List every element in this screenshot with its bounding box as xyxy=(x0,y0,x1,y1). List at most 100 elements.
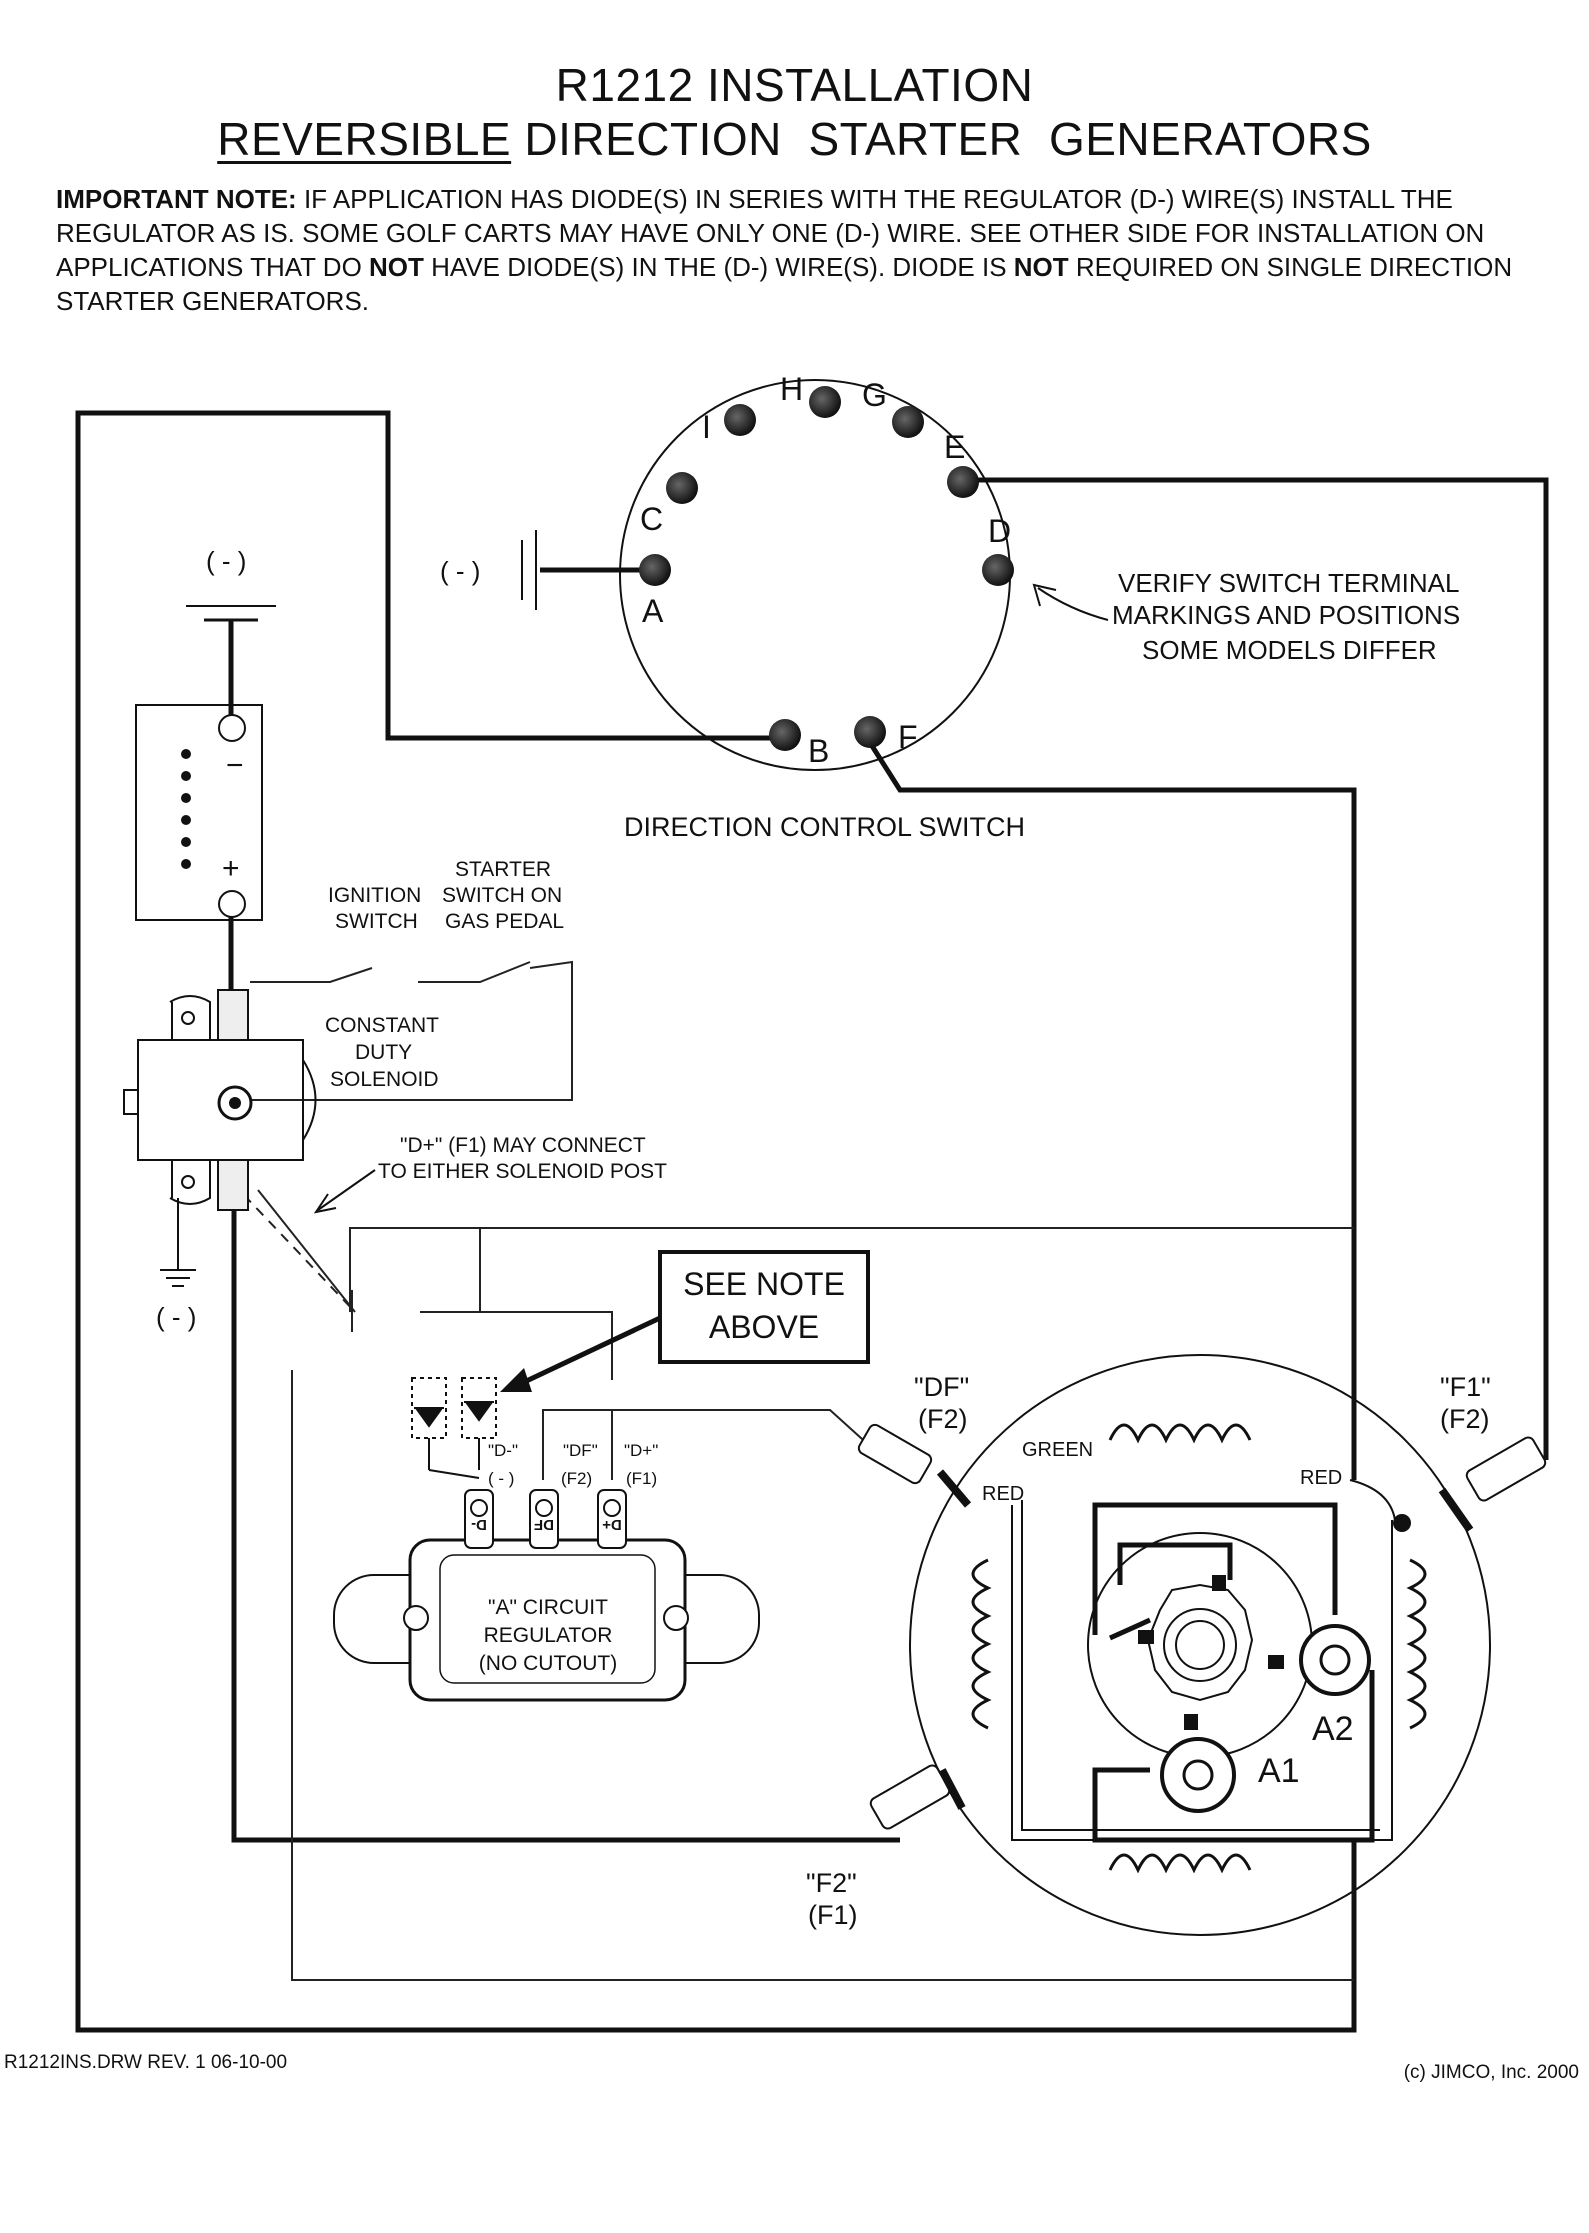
df-label-line-1: "DF" xyxy=(914,1372,969,1402)
direction-control-switch: A B C D E F G H I ( - ) DIRECTION CONTRO… xyxy=(440,371,1460,842)
wire-gas-pedal xyxy=(418,961,531,983)
main-wires xyxy=(75,410,1549,2033)
f2-label-line-2: (F1) xyxy=(808,1900,858,1930)
note-text-2: HAVE DIODE(S) IN THE (D-) WIRE(S). DIODE… xyxy=(423,252,1014,282)
switch-caption: DIRECTION CONTROL SWITCH xyxy=(624,812,1025,842)
dplus-note-line-1: "D+" (F1) MAY CONNECT xyxy=(400,1134,646,1157)
terminal-e-dot xyxy=(947,466,979,498)
battery-cells xyxy=(181,749,191,869)
verify-note-line-3: SOME MODELS DIFFER xyxy=(1142,635,1437,665)
wire-solenoid-to-f2 xyxy=(231,1195,900,1843)
regulator: "D-" "DF" "D+" ( - ) (F2) (F1) D- DF D+ … xyxy=(333,1441,760,1702)
diode-2 xyxy=(464,1401,494,1422)
solenoid-label-line-1: CONSTANT xyxy=(325,1014,439,1037)
reg-mark-df: DF xyxy=(534,1516,554,1533)
wire-diode-bus xyxy=(420,1311,613,1380)
terminal-h-dot xyxy=(809,386,841,418)
verify-arrow xyxy=(1032,583,1109,621)
terminal-b-dot xyxy=(769,719,801,751)
reg-term-label-df: "DF" xyxy=(563,1441,598,1460)
stud-df xyxy=(857,1423,972,1508)
terminal-d-dot xyxy=(982,554,1014,586)
terminal-label-c: C xyxy=(640,501,663,537)
battery-plus: + xyxy=(222,852,240,885)
note-lead: IMPORTANT NOTE: xyxy=(56,184,297,214)
regulator-terminals xyxy=(464,1489,627,1549)
dplus-note-line-2: TO EITHER SOLENOID POST xyxy=(378,1160,667,1183)
solenoid-ground-symbol xyxy=(160,1198,196,1287)
terminal-label-h: H xyxy=(780,371,803,407)
f1-label-line-2: (F2) xyxy=(1440,1404,1490,1434)
verify-note-line-2: MARKINGS AND POSITIONS xyxy=(1112,600,1460,630)
note-bold-not-1: NOT xyxy=(369,252,424,282)
terminal-a-dot xyxy=(639,554,671,586)
reg-term-label-dplus: "D+" xyxy=(624,1441,658,1460)
terminal-c-dot xyxy=(666,472,698,504)
generator-housing xyxy=(909,1354,1491,1936)
reg-mark-dplus: D+ xyxy=(602,1516,622,1533)
terminal-label-g: G xyxy=(862,377,887,413)
solenoid-top-post xyxy=(217,989,249,1041)
terminal-g-dot xyxy=(892,406,924,438)
page-title: R1212 INSTALLATION xyxy=(555,59,1034,111)
see-note-line-1: SEE NOTE xyxy=(683,1266,845,1302)
diode-1 xyxy=(414,1407,444,1428)
wire-outer-thin-box xyxy=(291,1227,1354,1981)
wire-starter-switch xyxy=(250,967,373,983)
reg-term-label-dminus: "D-" xyxy=(488,1441,518,1460)
f2-label-line-1: "F2" xyxy=(806,1868,857,1898)
a2-label: A2 xyxy=(1312,1710,1354,1748)
terminal-label-d: D xyxy=(988,513,1011,549)
ignition-switches: IGNITION SWITCH STARTER SWITCH ON GAS PE… xyxy=(328,858,564,933)
constant-duty-solenoid: CONSTANT DUTY SOLENOID "D+" (F1) MAY CON… xyxy=(123,989,667,1332)
dplus-arrow xyxy=(313,1169,376,1214)
f1-label-line-1: "F1" xyxy=(1440,1372,1491,1402)
thin-wires xyxy=(243,960,1354,1981)
terminal-label-i: I xyxy=(702,409,711,445)
wire-dplus-dashed xyxy=(243,1194,356,1313)
terminal-label-f: F xyxy=(898,719,918,755)
wire-pedal-to-solenoid xyxy=(246,960,573,1101)
solenoid-label-line-3: SOLENOID xyxy=(330,1068,439,1091)
footer-drawing-id: R1212INS.DRW REV. 1 06-10-00 xyxy=(4,2052,288,2073)
terminal-i-dot xyxy=(724,404,756,436)
footer-copyright: (c) JIMCO, Inc. 2000 xyxy=(1403,2062,1579,2083)
stud-f2 xyxy=(869,1764,966,1830)
terminal-f-dot xyxy=(854,716,886,748)
battery-minus: − xyxy=(226,749,244,782)
ignition-switch-line-1: IGNITION xyxy=(328,884,421,907)
terminal-label-e: E xyxy=(944,429,965,465)
regulator-label-line-3: (NO CUTOUT) xyxy=(479,1652,617,1675)
subtitle-underlined-word: REVERSIBLE xyxy=(217,113,512,165)
wire-regulator-df xyxy=(542,1409,873,1480)
battery-neg-label: ( - ) xyxy=(206,546,246,576)
reg-term-sub-dminus: ( - ) xyxy=(488,1469,514,1488)
wire-switch-e-to-f1 xyxy=(965,477,1549,1460)
battery: ( - ) − + xyxy=(135,546,276,921)
important-note: IMPORTANT NOTE: IF APPLICATION HAS DIODE… xyxy=(56,182,1536,318)
armature-wiring xyxy=(1092,1502,1375,1843)
note-text-1: IF APPLICATION HAS DIODE(S) IN SERIES WI… xyxy=(56,184,1485,282)
stud-f1 xyxy=(1438,1436,1547,1533)
wire-regulator-bus xyxy=(349,1227,481,1332)
subtitle-rest: DIRECTION STARTER GENERATORS xyxy=(511,113,1372,165)
battery-body xyxy=(135,704,263,921)
regulator-label-line-2: REGULATOR xyxy=(484,1624,613,1647)
terminal-label-a: A xyxy=(642,593,664,629)
verify-note-line-1: VERIFY SWITCH TERMINAL xyxy=(1118,568,1459,598)
reg-mark-dminus: D- xyxy=(471,1516,487,1533)
see-note-line-2: ABOVE xyxy=(709,1309,819,1345)
green-wire-label: GREEN xyxy=(1022,1439,1093,1461)
diodes xyxy=(411,1377,497,1479)
note-bold-not-2: NOT xyxy=(1013,252,1069,282)
a1-terminal xyxy=(1160,1737,1236,1813)
see-note-callout: SEE NOTE ABOVE xyxy=(500,1250,870,1392)
brushes xyxy=(1138,1575,1284,1730)
page-subtitle: REVERSIBLE DIRECTION STARTER GENERATORS xyxy=(0,112,1589,166)
solenoid-label-line-2: DUTY xyxy=(355,1041,412,1064)
wire-outer-loop xyxy=(75,410,1357,2033)
df-label-line-2: (F2) xyxy=(918,1404,968,1434)
regulator-body xyxy=(408,1538,687,1702)
red-wire-label-left: RED xyxy=(982,1483,1024,1505)
